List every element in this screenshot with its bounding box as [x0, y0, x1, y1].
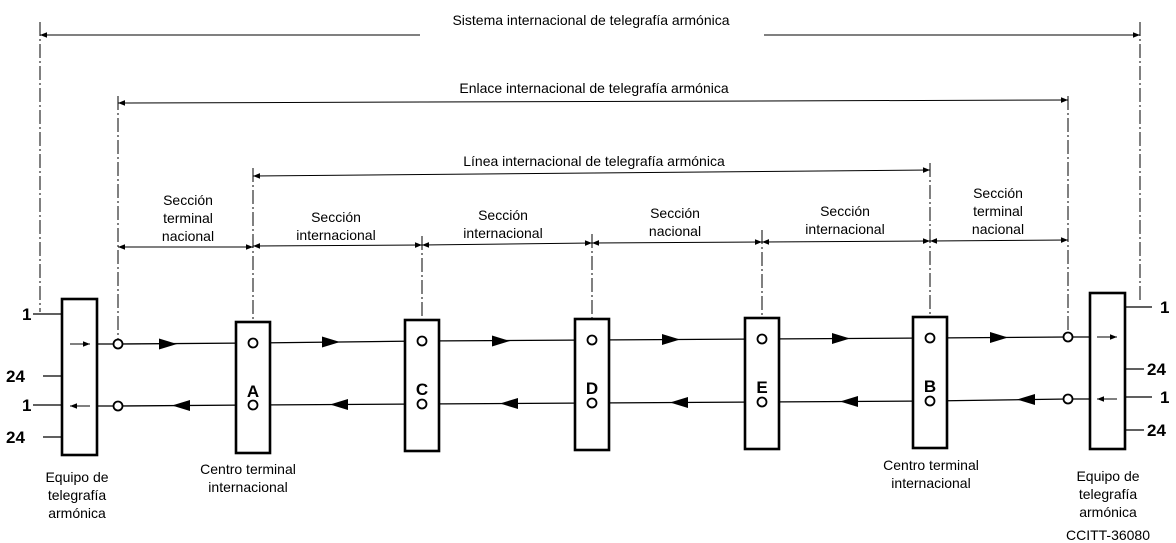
svg-text:armónica: armónica	[1079, 504, 1137, 520]
svg-text:terminal: terminal	[163, 210, 213, 226]
svg-text:Sección: Sección	[478, 207, 528, 223]
right-channel-ticks	[1125, 306, 1152, 431]
enlace-label: Enlace internacional de telegrafía armón…	[459, 80, 728, 96]
svg-text:Sección: Sección	[311, 209, 361, 225]
section-span-3	[421, 240, 593, 248]
left-equipment-label: Equipo de telegrafía armónica	[45, 469, 108, 521]
go-direction-arrows	[159, 332, 1008, 350]
enlace-span-line	[117, 97, 1069, 106]
section-label-1: Sección terminal nacional	[162, 192, 214, 244]
right-equipment	[1088, 291, 1127, 451]
svg-text:B: B	[924, 377, 936, 396]
left-channel-1-top: 1	[22, 305, 31, 324]
svg-text:terminal: terminal	[973, 203, 1023, 219]
left-channel-24-top: 24	[6, 367, 25, 386]
return-direction-arrows	[172, 394, 1035, 411]
section-label-5: Sección internacional	[805, 203, 884, 237]
svg-text:internacional: internacional	[463, 225, 542, 241]
station-e: E	[743, 316, 781, 451]
linea-label: Línea internacional de telegrafía armóni…	[463, 153, 725, 169]
right-channel-1-bottom: 1	[1160, 388, 1169, 407]
svg-text:Sección: Sección	[163, 192, 213, 208]
section-span-2	[252, 242, 423, 249]
section-span-5	[761, 238, 931, 245]
svg-text:telegrafía: telegrafía	[48, 487, 107, 503]
svg-text:D: D	[586, 379, 598, 398]
svg-text:Sección: Sección	[820, 203, 870, 219]
svg-text:internacional: internacional	[296, 227, 375, 243]
section-span-4	[591, 239, 763, 246]
section-label-3: Sección internacional	[463, 207, 542, 241]
linea-span-line	[252, 167, 931, 179]
right-channel-24-bottom: 24	[1147, 421, 1166, 440]
junction-nodes	[112, 331, 1074, 412]
right-equipment-label: Equipo de telegrafía armónica	[1076, 468, 1139, 520]
right-channel-1-top: 1	[1160, 298, 1169, 317]
terminal-centre-label-left: Centro terminal internacional	[200, 461, 296, 495]
left-channel-1-bottom: 1	[22, 396, 31, 415]
left-channel-24-bottom: 24	[6, 428, 25, 447]
svg-text:Centro terminal: Centro terminal	[200, 461, 296, 477]
svg-text:A: A	[247, 382, 259, 401]
right-channel-24-top: 24	[1147, 360, 1166, 379]
svg-text:Sección: Sección	[650, 205, 700, 221]
section-label-4: Sección nacional	[649, 205, 701, 239]
svg-text:E: E	[756, 378, 767, 397]
svg-text:nacional: nacional	[972, 221, 1024, 237]
section-span-6	[929, 237, 1069, 244]
svg-text:Sección: Sección	[973, 185, 1023, 201]
svg-text:internacional: internacional	[891, 475, 970, 491]
svg-text:internacional: internacional	[208, 479, 287, 495]
figure-reference: CCITT-36080	[1066, 527, 1150, 543]
svg-text:Centro terminal: Centro terminal	[883, 457, 979, 473]
svg-text:nacional: nacional	[649, 223, 701, 239]
svg-text:armónica: armónica	[48, 505, 106, 521]
svg-text:C: C	[416, 380, 428, 399]
terminal-centre-label-right: Centro terminal internacional	[883, 457, 979, 491]
sistema-label: Sistema internacional de telegrafía armó…	[452, 12, 729, 28]
svg-text:Equipo de: Equipo de	[1076, 468, 1139, 484]
section-label-2: Sección internacional	[296, 209, 375, 243]
svg-text:nacional: nacional	[162, 228, 214, 244]
svg-text:Equipo de: Equipo de	[45, 469, 108, 485]
left-channel-ticks	[33, 313, 62, 438]
svg-text:internacional: internacional	[805, 221, 884, 237]
section-label-6: Sección terminal nacional	[972, 185, 1024, 237]
left-equipment	[60, 297, 99, 457]
svg-text:telegrafía: telegrafía	[1079, 486, 1138, 502]
